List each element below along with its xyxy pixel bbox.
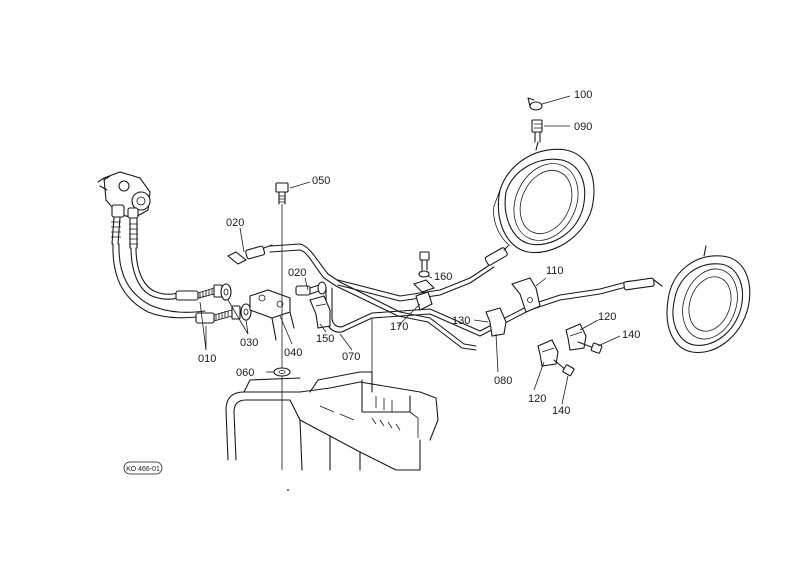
callout-labels: 100 090 050 020 020 160 110 130 120 140 … bbox=[198, 89, 640, 417]
callout-150: 150 bbox=[316, 333, 334, 345]
brake-hoses bbox=[112, 243, 206, 319]
callout-020-left: 020 bbox=[226, 217, 244, 229]
washer-060 bbox=[273, 367, 291, 377]
brake-pipe-070 bbox=[269, 243, 477, 351]
brake-drum-right bbox=[666, 245, 751, 354]
leader-lines bbox=[199, 95, 621, 405]
fitting-020-mid bbox=[295, 281, 327, 296]
callout-040: 040 bbox=[284, 347, 302, 359]
callout-130: 130 bbox=[452, 315, 470, 327]
brake-drum-left bbox=[493, 141, 595, 254]
fitting-020-left bbox=[226, 244, 273, 265]
callout-140-bottom: 140 bbox=[552, 405, 570, 417]
bolt-160 bbox=[412, 251, 436, 293]
union-bracket-040 bbox=[249, 289, 295, 341]
reference-stamp: KO 466-01 bbox=[123, 461, 163, 475]
callout-020-mid: 020 bbox=[288, 267, 306, 279]
bleeder-screw-090 bbox=[531, 119, 543, 143]
callout-170: 170 bbox=[390, 321, 408, 333]
bolt-050 bbox=[275, 182, 289, 205]
callout-030: 030 bbox=[240, 337, 258, 349]
transmission-case bbox=[225, 318, 439, 471]
callout-100: 100 bbox=[574, 89, 592, 101]
clip-150 bbox=[309, 295, 331, 329]
callout-060: 060 bbox=[236, 367, 254, 379]
washer-030 bbox=[220, 283, 252, 321]
clip-170 bbox=[415, 291, 433, 311]
callout-050: 050 bbox=[312, 175, 330, 187]
callout-090: 090 bbox=[574, 121, 592, 133]
callout-010: 010 bbox=[198, 353, 216, 365]
callout-120-bottom: 120 bbox=[528, 393, 546, 405]
bracket-110 bbox=[511, 277, 541, 313]
stamp-text: KO 466-01 bbox=[126, 466, 160, 473]
bolt-140-bottom bbox=[553, 359, 575, 377]
bleeder-cap-100 bbox=[527, 97, 543, 111]
brake-valve-assembly bbox=[97, 171, 151, 249]
clip-130 bbox=[485, 307, 507, 337]
clip-120-bottom bbox=[537, 339, 559, 367]
brake-pipe-upper bbox=[337, 245, 509, 302]
callout-120-right: 120 bbox=[598, 311, 616, 323]
callout-070: 070 bbox=[342, 351, 360, 363]
callout-080: 080 bbox=[494, 375, 512, 387]
callout-140-right: 140 bbox=[622, 329, 640, 341]
callout-160: 160 bbox=[434, 271, 452, 283]
stray-mark bbox=[287, 489, 289, 491]
callout-110: 110 bbox=[546, 265, 564, 277]
